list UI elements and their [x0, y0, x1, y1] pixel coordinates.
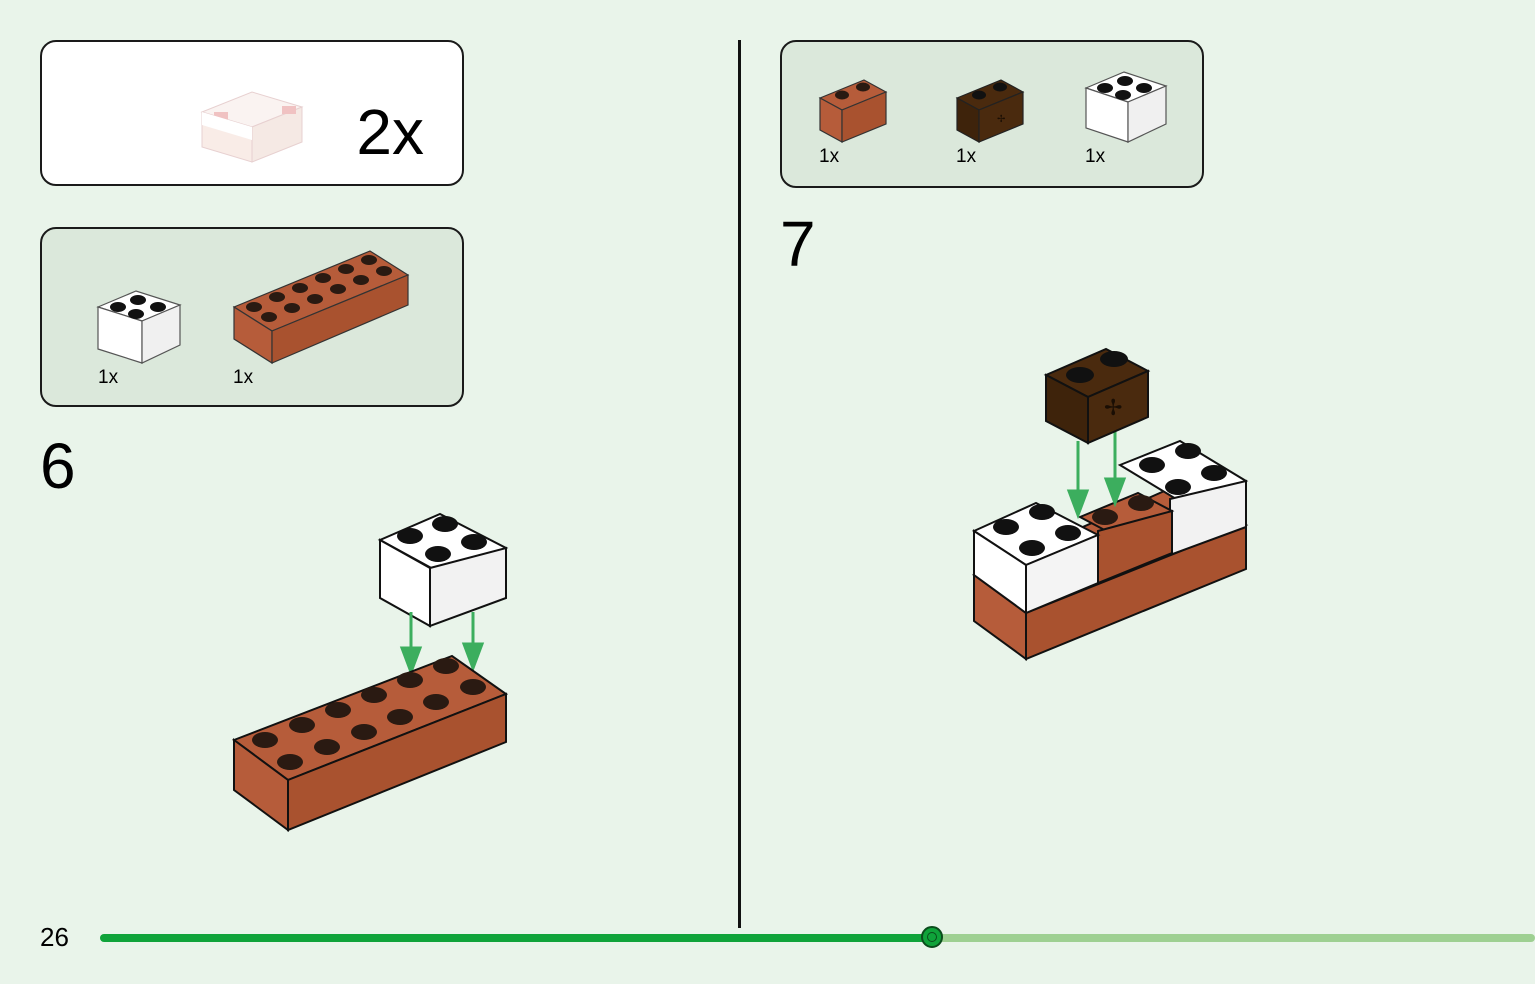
step6-build-illustration	[231, 512, 509, 832]
progress-bar-remaining	[932, 934, 1535, 942]
page-divider	[738, 40, 741, 928]
progress-bar-complete	[100, 934, 933, 942]
part-reddish-brown-1x2-brick-image	[818, 79, 888, 144]
part-white-2x2-brick-image	[96, 290, 182, 364]
step7-parts-list: 1x ✢ 1x 1x	[780, 40, 1204, 188]
subassembly-multiplier: 2x	[356, 96, 424, 168]
step7-build-illustration: ✢	[971, 347, 1249, 661]
part-white-2x2-qty: 1x	[1085, 146, 1106, 167]
part-dark-brown-technic-1x2-image: ✢	[955, 79, 1025, 144]
page-number: 26	[40, 922, 69, 952]
step7-number: 7	[780, 208, 816, 280]
part-white-2x2-qty: 1x	[98, 367, 119, 388]
part-reddish-brown-2x6-qty: 1x	[233, 367, 254, 388]
subassembly-callout: 2x	[40, 40, 464, 186]
step6-parts-list: 1x 1x	[40, 227, 464, 407]
part-reddish-brown-1x2-qty: 1x	[819, 146, 840, 167]
part-dark-brown-technic-1x2-qty: 1x	[956, 146, 977, 167]
svg-text:✢: ✢	[997, 114, 1005, 125]
step6-number: 6	[40, 430, 76, 502]
svg-text:✢: ✢	[1104, 396, 1122, 421]
part-white-2x2-brick-image	[1084, 71, 1168, 143]
part-reddish-brown-2x6-brick-image	[232, 250, 410, 365]
subassembly-preview-image	[200, 91, 304, 163]
progress-indicator-knob	[921, 926, 944, 948]
